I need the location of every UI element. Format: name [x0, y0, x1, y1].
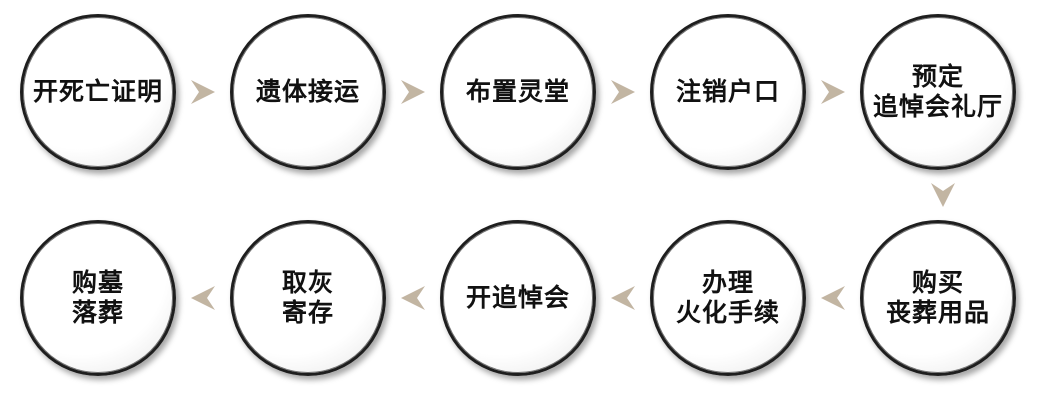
step-circle-8: 开追悼会 — [440, 220, 596, 376]
chevron-left-icon — [818, 283, 848, 313]
step-circle-1: 开死亡证明 — [20, 14, 176, 170]
step-circle-6: 购买 丧葬用品 — [860, 220, 1016, 376]
step-label-1: 开死亡证明 — [32, 77, 163, 106]
step-label-9: 取灰 寄存 — [281, 268, 334, 327]
chevron-right-icon — [608, 77, 638, 107]
step-circle-9: 取灰 寄存 — [230, 220, 386, 376]
step-circle-4: 注销户口 — [650, 14, 806, 170]
step-circle-10: 购墓 落葬 — [20, 220, 176, 376]
step-circle-7: 办理 火化手续 — [650, 220, 806, 376]
chevron-left-icon — [398, 283, 428, 313]
step-label-3: 布置灵堂 — [465, 77, 570, 106]
chevron-down-icon — [928, 180, 958, 210]
chevron-left-icon — [188, 283, 218, 313]
step-label-5: 预定 追悼会礼厅 — [872, 62, 1003, 121]
step-circle-3: 布置灵堂 — [440, 14, 596, 170]
step-label-2: 遗体接运 — [255, 77, 360, 106]
step-label-8: 开追悼会 — [465, 283, 570, 312]
step-circle-5: 预定 追悼会礼厅 — [860, 14, 1016, 170]
chevron-right-icon — [188, 77, 218, 107]
step-label-6: 购买 丧葬用品 — [885, 268, 990, 327]
chevron-left-icon — [608, 283, 638, 313]
step-label-4: 注销户口 — [675, 77, 780, 106]
step-label-7: 办理 火化手续 — [675, 268, 780, 327]
chevron-right-icon — [818, 77, 848, 107]
step-label-10: 购墓 落葬 — [71, 268, 124, 327]
step-circle-2: 遗体接运 — [230, 14, 386, 170]
chevron-right-icon — [398, 77, 428, 107]
